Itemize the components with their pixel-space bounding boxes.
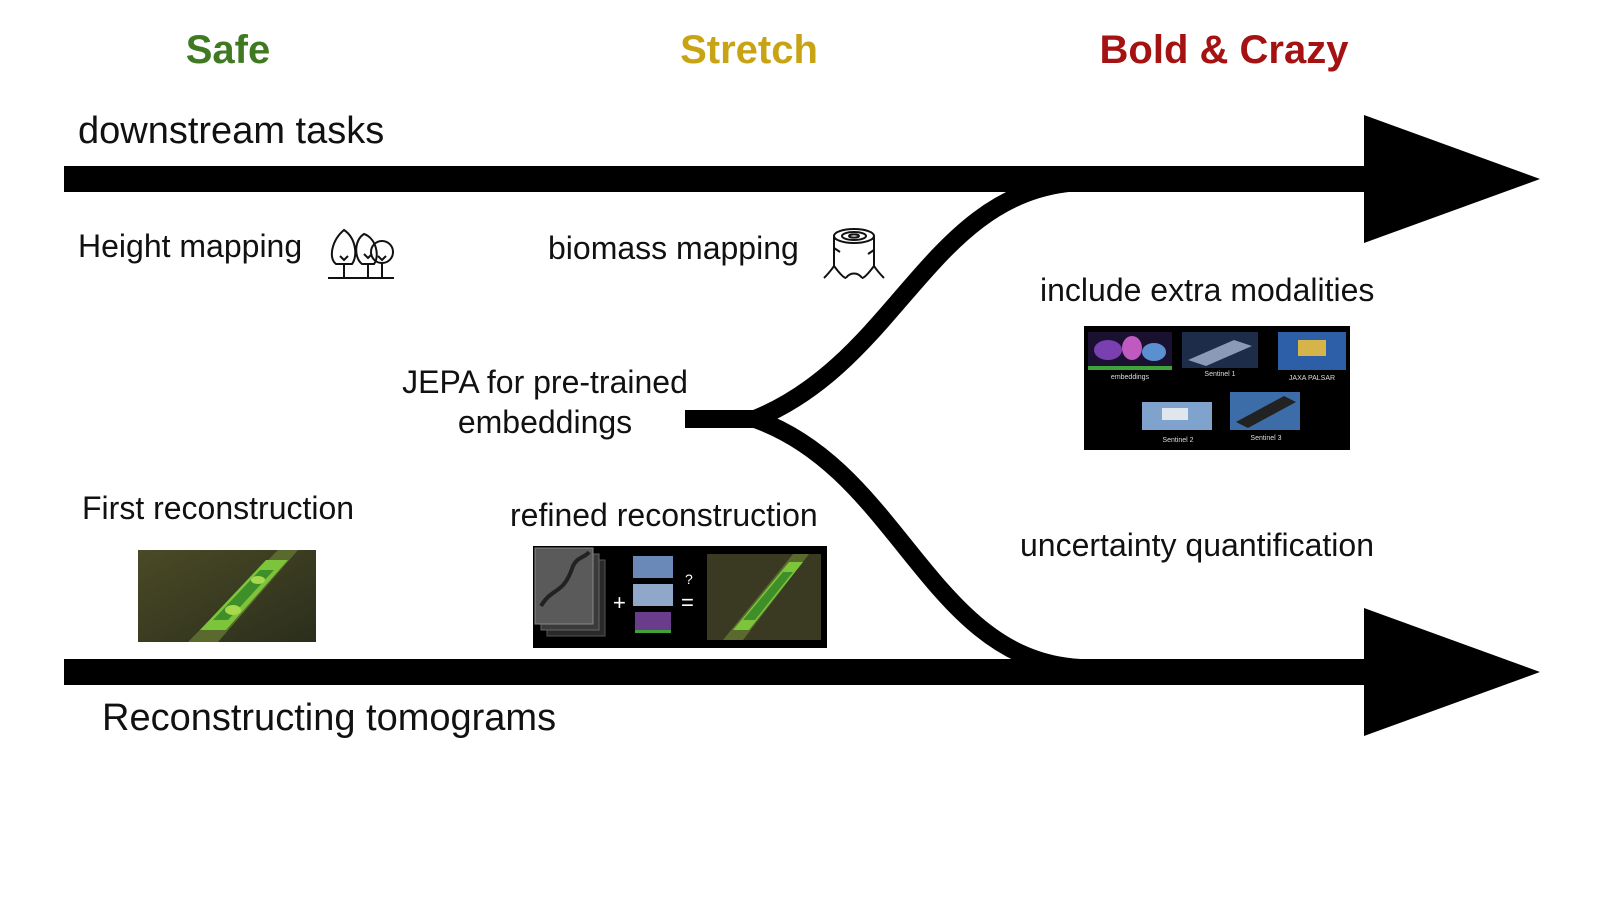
modalities-image: embeddings Sentinel 1 JAXA PALSAR Sentin… [1084,326,1350,450]
header-bold-crazy: Bold & Crazy [1099,28,1349,72]
jepa-branch-down [752,410,1081,677]
bottom-track-arrow-head [1364,608,1540,736]
sar-stack [534,547,606,637]
refined-reconstruction-label: refined reconstruction [510,497,818,533]
refined-reconstruction-image: + ? = [533,546,827,648]
jepa-branch-up [751,173,1081,428]
header-safe: Safe [185,28,271,72]
caption-sentinel-3: Sentinel 3 [1250,435,1281,442]
jepa-branch-stem [685,410,755,428]
tree-stump-icon [823,228,885,279]
embedding-map-thumb [635,612,671,632]
question-mark: ? [685,571,693,587]
uncertainty-quantification-label: uncertainty quantification [1020,527,1374,563]
jepa-label-line2: embeddings [457,404,633,440]
caption-embeddings: embeddings [1111,374,1150,381]
refined-result-thumb [707,554,821,640]
plus-sign: + [613,590,626,615]
embeddings-map-thumb [1088,332,1172,370]
top-track-arrow-shaft [64,166,1368,192]
trees-icon [328,228,394,279]
caption-sentinel-1: Sentinel 1 [1204,371,1235,378]
jepa-label-line1: JEPA for pre-trained [402,364,688,400]
header-stretch: Stretch [680,28,818,72]
biomass-mapping-label: biomass mapping [548,230,799,266]
jaxa-palsar-thumb [1278,332,1346,370]
orbit-thumb-1 [633,556,673,578]
downstream-tasks-label: downstream tasks [78,110,385,152]
height-mapping-label: Height mapping [78,228,303,264]
caption-sentinel-2: Sentinel 2 [1162,437,1193,444]
extra-modalities-label: include extra modalities [1040,272,1375,308]
caption-jaxa-palsar: JAXA PALSAR [1289,375,1335,382]
equals-sign: = [681,590,694,615]
first-reconstruction-label: First reconstruction [82,490,355,526]
first-reconstruction-image [138,550,316,642]
top-track-arrow-head [1364,115,1540,243]
orbit-thumb-2 [633,584,673,606]
sentinel-2-thumb [1142,402,1212,430]
sentinel-1-thumb [1182,332,1258,368]
bottom-track-arrow-shaft [64,659,1368,685]
sentinel-3-thumb [1230,392,1300,430]
reconstructing-tomograms-label: Reconstructing tomograms [102,697,557,739]
